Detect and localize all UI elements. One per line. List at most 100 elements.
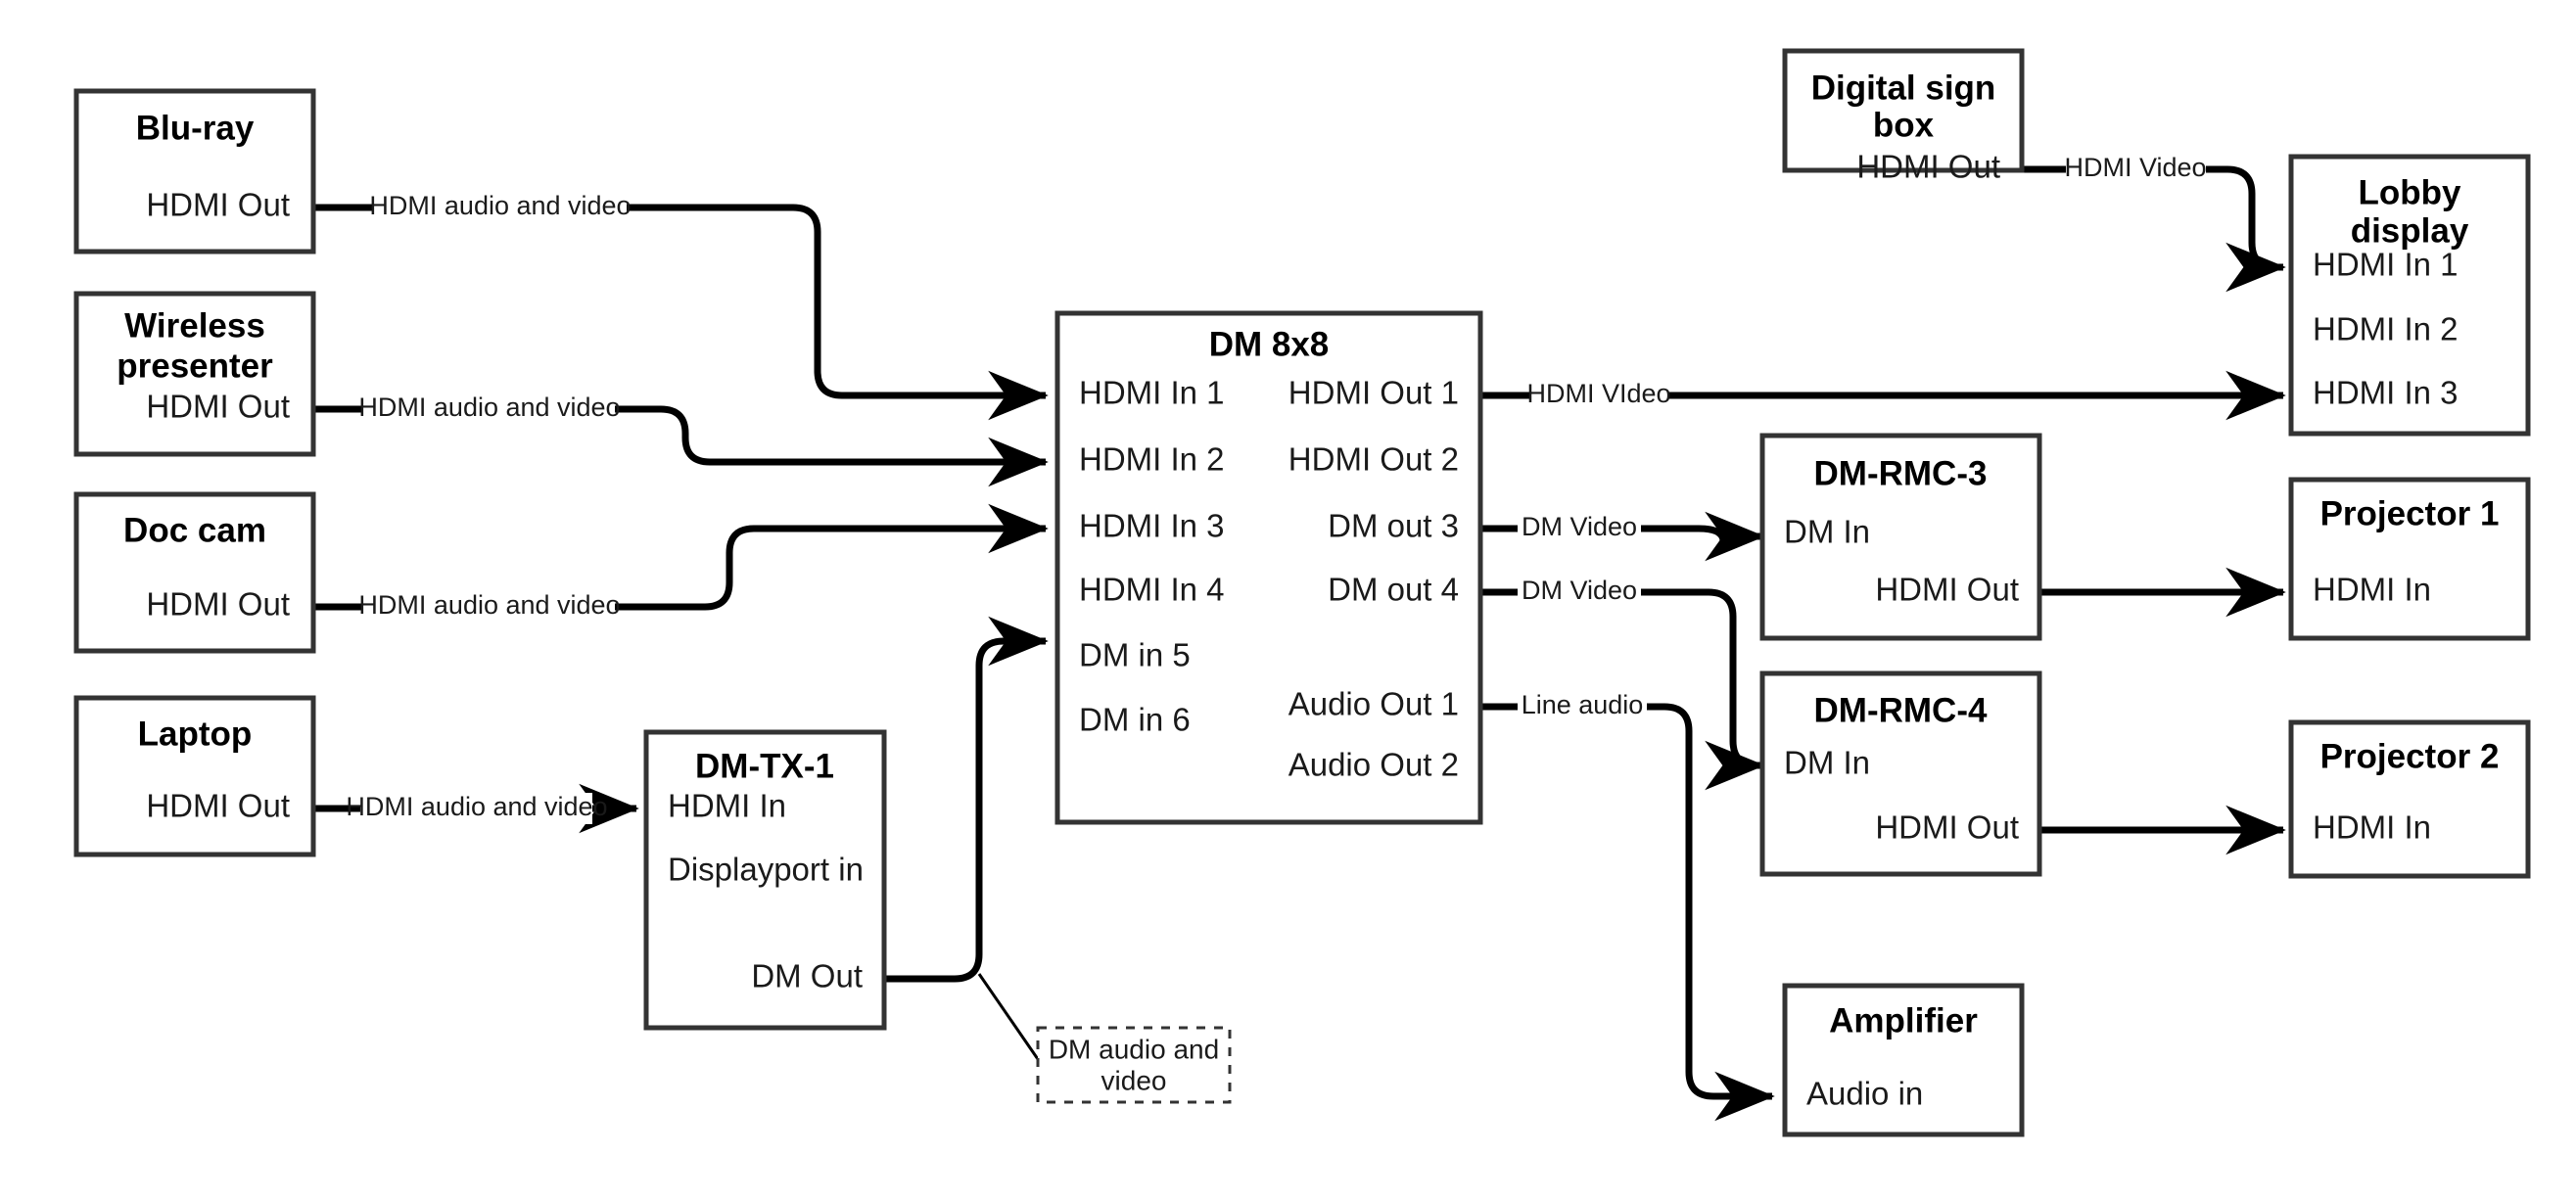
dm-8x8-output-hdmi-out-2: HDMI Out 2 [1288,441,1459,478]
dm-tx-1-port-dm-out: DM Out [751,958,863,994]
dm-8x8-input-hdmi-in-4: HDMI In 4 [1079,572,1225,608]
edge-label-dmout3-to-rmc3: DM Video [1522,512,1637,541]
dm-8x8-input-dm-in-5: DM in 5 [1079,637,1191,673]
lobby-display-title-line2: display [2351,211,2469,250]
wire-dmout4-to-rmc4 [1480,588,1765,791]
edge-label-bg-audioout1 [1518,692,1647,721]
dm-8x8-output-audio-out-1: Audio Out 1 [1288,686,1459,722]
wireless-presenter-title-line1: Wireless [124,306,265,345]
node-laptop[interactable]: Laptop HDMI Out [73,695,316,857]
edge-label-audioout1-to-amp: Line audio [1522,690,1644,719]
dm-8x8-input-hdmi-in-3: HDMI In 3 [1079,508,1225,544]
edge-labels: HDMI audio and video HDMI audio and vide… [346,153,2207,824]
amplifier-box[interactable] [1782,983,2025,1137]
dm-tx-1-port-displayport-in: Displayport in [668,852,864,888]
projector-2-title: Projector 2 [2320,737,2500,775]
dm-8x8-output-dm-out-3: DM out 3 [1328,508,1459,544]
bluray-box[interactable] [73,88,316,254]
laptop-title: Laptop [138,715,253,753]
node-wireless-presenter[interactable]: Wireless presenter HDMI Out [73,291,316,457]
dm-8x8-box[interactable] [1054,310,1483,825]
digital-sign-box-port-hdmi-out: HDMI Out [1856,149,2000,185]
dm-rmc-3-box[interactable] [1759,433,2042,641]
bluray-port-hdmi-out: HDMI Out [146,187,290,223]
edge-label-wireless-to-dm: HDMI audio and video [358,393,620,422]
dm-tx-1-box[interactable] [643,729,887,1031]
dm-8x8-output-dm-out-4: DM out 4 [1328,572,1459,608]
edge-label-dmout1-to-lobby: HDMI VIdeo [1526,379,1670,408]
node-amplifier[interactable]: Amplifier Audio in [1782,983,2025,1137]
dm-8x8-output-hdmi-out-1: HDMI Out 1 [1288,375,1459,411]
projector-1-box[interactable] [2288,477,2531,641]
callout-leader-line [977,973,1042,1063]
node-bluray[interactable]: Blu-ray HDMI Out [73,88,316,254]
callout-box [1036,1026,1232,1104]
edge-label-bluray-to-dm: HDMI audio and video [369,191,631,220]
doc-cam-box[interactable] [73,491,316,654]
edge-label-dmout4-to-rmc4: DM Video [1522,576,1637,605]
projector-2-port-hdmi-in: HDMI In [2313,809,2431,846]
digital-sign-box-title-line2: box [1873,106,1935,144]
edge-label-sign-to-lobby: HDMI Video [2064,153,2206,182]
lobby-display-port-hdmi-in-1: HDMI In 1 [2313,247,2459,283]
dm-rmc-3-port-dm-in: DM In [1784,514,1870,550]
wire-sign-to-lobby [2022,165,2286,293]
edge-label-bg-bluray [375,192,625,223]
node-dm-8x8[interactable]: DM 8x8 HDMI In 1 HDMI In 2 HDMI In 3 HDM… [1054,310,1483,825]
wire-dmtx1-to-dm8x8 [884,616,1049,983]
digital-sign-box-title-line1: Digital sign [1811,69,1996,107]
node-projector-1[interactable]: Projector 1 HDMI In [2288,477,2531,641]
digital-sign-box-box[interactable] [1782,48,2025,173]
edge-label-bg-dmout1 [1529,381,1668,410]
wireless-presenter-port-hdmi-out: HDMI Out [146,389,290,425]
callout-dm-audio-and-video: DM audio and video [1036,1026,1232,1104]
node-digital-sign-box[interactable]: Digital sign box HDMI Out [1782,48,2025,185]
node-projector-2[interactable]: Projector 2 HDMI In [2288,719,2531,879]
edge-label-bg-dmout3 [1518,514,1641,543]
dm-rmc-3-port-hdmi-out: HDMI Out [1875,572,2019,608]
projector-1-port-hdmi-in: HDMI In [2313,572,2431,608]
node-lobby-display[interactable]: Lobby display HDMI In 1 HDMI In 2 HDMI I… [2288,154,2531,437]
dm-8x8-input-dm-in-6: DM in 6 [1079,702,1191,738]
projector-2-box[interactable] [2288,719,2531,879]
callout-line2: video [1101,1065,1167,1095]
node-dm-rmc-3[interactable]: DM-RMC-3 DM In HDMI Out [1759,433,2042,641]
wire-bluray-to-dm8x8 [315,204,1049,421]
edge-label-bg-sign [2066,155,2206,184]
node-dm-tx-1[interactable]: DM-TX-1 HDMI In Displayport in DM Out [643,729,887,1031]
dm-rmc-4-port-hdmi-out: HDMI Out [1875,809,2019,846]
dm-8x8-output-audio-out-2: Audio Out 2 [1288,747,1459,783]
lobby-display-title-line1: Lobby [2359,173,2462,211]
laptop-box[interactable] [73,695,316,857]
edge-label-bg-wireless [365,393,615,425]
laptop-port-hdmi-out: HDMI Out [146,788,290,824]
node-dm-rmc-4[interactable]: DM-RMC-4 DM In HDMI Out [1759,670,2042,877]
wireless-presenter-box[interactable] [73,291,316,457]
lobby-display-box[interactable] [2288,154,2531,437]
dm-tx-1-port-hdmi-in: HDMI In [668,788,786,824]
wire-audioout1-to-amplifier [1480,703,1775,1122]
bluray-title: Blu-ray [136,109,255,147]
dm-rmc-3-title: DM-RMC-3 [1814,454,1988,492]
amplifier-port-audio-in: Audio in [1806,1076,1923,1112]
projector-1-title: Projector 1 [2320,494,2500,532]
node-doc-cam[interactable]: Doc cam HDMI Out [73,491,316,654]
doc-cam-title: Doc cam [123,511,266,549]
lobby-display-port-hdmi-in-2: HDMI In 2 [2313,311,2459,347]
edge-label-laptop-to-tx: HDMI audio and video [346,792,607,821]
doc-cam-port-hdmi-out: HDMI Out [146,586,290,623]
dm-8x8-title: DM 8x8 [1209,325,1330,363]
edge-label-bg-dmout4 [1518,577,1641,607]
edge-label-doccam-to-dm: HDMI audio and video [358,590,620,620]
dm-rmc-4-port-dm-in: DM In [1784,745,1870,781]
amplifier-title: Amplifier [1829,1001,1978,1039]
dm-rmc-4-box[interactable] [1759,670,2042,877]
wire-wireless-to-dm8x8 [315,405,1049,487]
dm-tx-1-title: DM-TX-1 [695,747,834,785]
dm-8x8-input-hdmi-in-2: HDMI In 2 [1079,441,1225,478]
wireless-presenter-title-line2: presenter [117,346,273,385]
edge-label-bg-laptop [362,793,592,824]
wire-dmout3-to-rmc3 [1480,511,1765,562]
